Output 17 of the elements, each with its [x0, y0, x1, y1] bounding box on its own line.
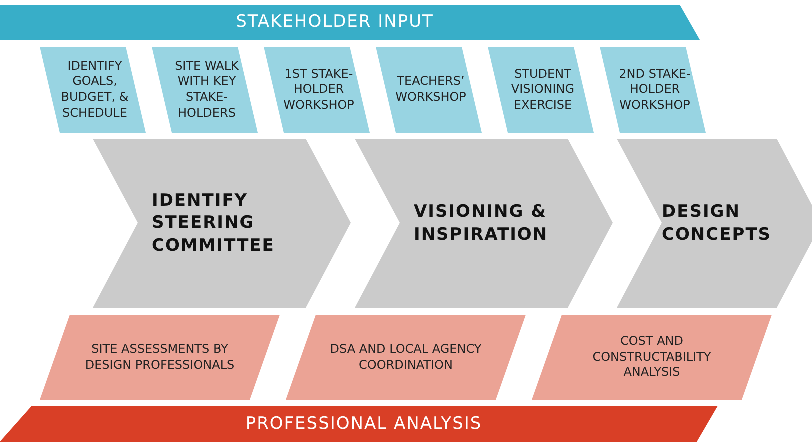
step-text: 1ST STAKE- HOLDER WORKSHOP — [282, 66, 356, 114]
phase-title: IDENTIFY STEERING COMMITTEE — [152, 190, 276, 257]
step-text: STUDENT VISIONING EXERCISE — [510, 66, 576, 114]
band — [0, 5, 700, 40]
step-text: TEACHERS’ WORKSHOP — [394, 74, 468, 106]
analysis-text: SITE ASSESSMENTS BY DESIGN PROFESSIONALS — [84, 342, 236, 374]
phase-title: VISIONING & INSPIRATION — [414, 201, 550, 246]
band-title: PROFESSIONAL ANALYSIS — [246, 412, 482, 436]
analysis-text: COST AND CONSTRUCTABILITY ANALYSIS — [592, 334, 712, 381]
phase-title: DESIGN CONCEPTS — [662, 201, 773, 246]
analysis-text: DSA AND LOCAL AGENCY COORDINATION — [329, 342, 483, 374]
step-text: SITE WALK WITH KEY STAKE- HOLDERS — [174, 58, 240, 122]
step-text: IDENTIFY GOALS, BUDGET, & SCHEDULE — [60, 58, 130, 122]
band — [0, 406, 718, 442]
step-text: 2ND STAKE- HOLDER WORKSHOP — [618, 66, 692, 114]
phase-panel — [617, 139, 812, 308]
band-title: STAKEHOLDER INPUT — [236, 11, 434, 34]
